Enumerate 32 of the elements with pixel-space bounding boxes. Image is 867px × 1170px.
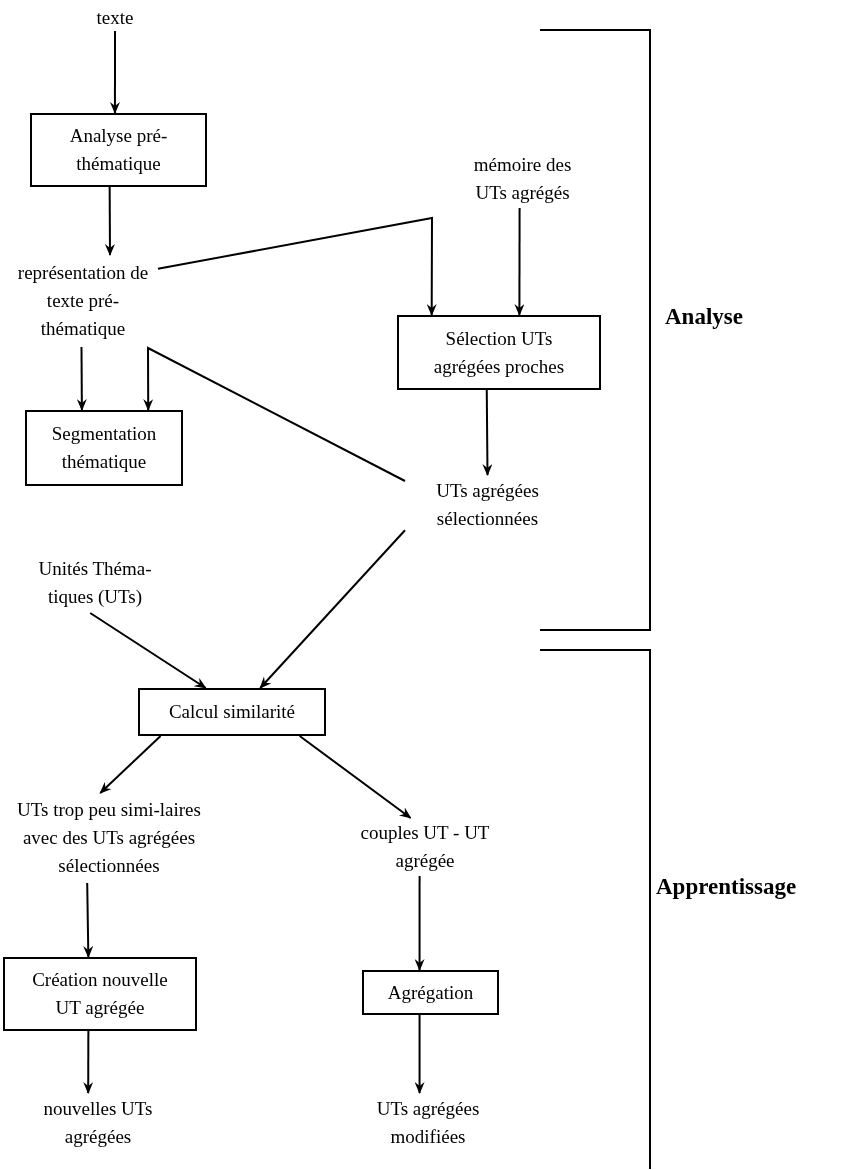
- process-box: Calcul similarité: [138, 688, 326, 736]
- process-box: Sélection UTs agrégées proches: [397, 315, 601, 390]
- arrow: [89, 612, 207, 689]
- process-box: Analyse pré-thématique: [30, 113, 207, 187]
- flow-text: UTs trop peu simi-laires avec des UTs agrégées sélectionnées: [0, 793, 218, 883]
- arrow: [143, 346, 406, 482]
- arrow: [514, 207, 525, 316]
- arrow: [414, 875, 425, 971]
- flow-text: représentation de texte pré-thématique: [8, 255, 158, 347]
- section-label: Analyse: [665, 303, 743, 331]
- arrow: [414, 1014, 425, 1094]
- flow-text: nouvelles UTs agrégées: [28, 1093, 168, 1153]
- arrow: [83, 882, 94, 958]
- arrow: [104, 186, 115, 256]
- arrow: [157, 216, 437, 316]
- arrow: [109, 30, 120, 114]
- process-box: Création nouvelle UT agrégée: [3, 957, 197, 1031]
- process-box: Agrégation: [362, 970, 499, 1015]
- arrow: [259, 529, 406, 689]
- flow-text: UTs agrégées modifiées: [358, 1093, 498, 1153]
- flow-text: Unités Théma-tiques (UTs): [15, 553, 175, 613]
- section-label: Apprentissage: [656, 873, 797, 901]
- flow-text: mémoire des UTs agrégés: [450, 150, 595, 208]
- process-box: Segmentation thématique: [25, 410, 183, 486]
- arrow: [99, 735, 162, 794]
- arrow: [76, 346, 87, 411]
- arrow: [482, 389, 493, 476]
- flow-text: texte: [85, 5, 145, 31]
- flow-text: UTs agrégées sélectionnées: [405, 475, 570, 535]
- flow-text: couples UT - UT agrégée: [335, 818, 515, 876]
- arrow: [83, 1030, 94, 1094]
- arrow: [298, 735, 412, 819]
